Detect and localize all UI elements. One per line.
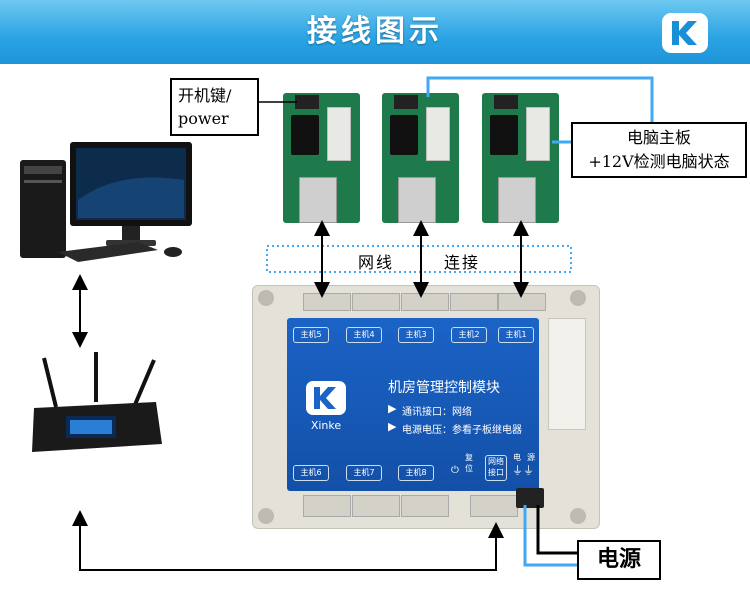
power-key-label-en: power [178,109,229,128]
pin-header [494,95,518,109]
host-label-8: 主机8 [398,465,434,481]
host-label-6: 主机6 [293,465,329,481]
power-connector [526,107,550,161]
relay-board-2 [382,93,459,223]
module-spec-interface: 通讯接口：网络 [402,407,472,418]
mount-hole [570,290,586,306]
power-wire [523,505,577,567]
ground-icon: ⏚⏚ [512,464,534,477]
brand-logo [662,13,708,53]
module-port [450,293,498,311]
host-label-7: 主机7 [346,465,382,481]
module-logo [306,381,346,415]
desktop-computer-image [18,140,198,265]
page-title: 接线图示 [307,14,443,49]
power-terminal [516,488,544,508]
host-label-3: 主机3 [398,327,434,343]
rj45-port [498,177,536,223]
rj45-port [299,177,337,223]
reset-label: 复位 [465,453,473,473]
link-arrow [72,510,504,571]
side-terminal [548,318,586,430]
mount-hole [258,290,274,306]
motherboard-label: 电脑主板 [626,128,691,147]
motherboard-detect-label: +12V检测电脑状态 [588,152,730,171]
network-label-2: 连接 [444,253,481,272]
power-key-callout: 开机键/ power [170,78,259,136]
host-label-2: 主机2 [451,327,487,343]
relay-component [291,115,319,155]
network-port-label: 网络接口 [485,455,507,481]
module-port [352,293,400,311]
host-label-5: 主机5 [293,327,329,343]
mount-hole [570,508,586,524]
header-bar [0,0,750,64]
host-label-4: 主机4 [346,327,382,343]
power-connector [327,107,351,161]
spec-bullet-icon: ▶ [388,420,397,433]
relay-board-3 [482,93,559,223]
relay-board-1 [283,93,360,223]
relay-component [490,115,518,155]
pin-header [394,95,418,109]
power-supply-callout: 电源 [577,540,661,580]
relay-component [390,115,418,155]
motherboard-callout: 电脑主板 +12V检测电脑状态 [571,122,747,178]
power-key-label-cn: 开机键/ [178,86,232,105]
network-label-1: 网线 [358,253,395,272]
module-spec-voltage: 电源电压：参看子板继电器 [402,425,522,436]
power-connector [426,107,450,161]
spec-bullet-icon: ▶ [388,402,397,415]
host-label-1: 主机1 [498,327,534,343]
pin-header [295,95,319,109]
module-brand: Xinke [310,419,342,432]
motherboard-wire [426,76,654,122]
module-title: 机房管理控制模块 [388,380,500,396]
power-label-panel: 电源 [513,453,541,462]
reset-button-icon[interactable]: ⏻ [451,465,459,476]
network-group-box [266,245,572,273]
power-wire [536,505,577,555]
router-image [26,352,166,457]
